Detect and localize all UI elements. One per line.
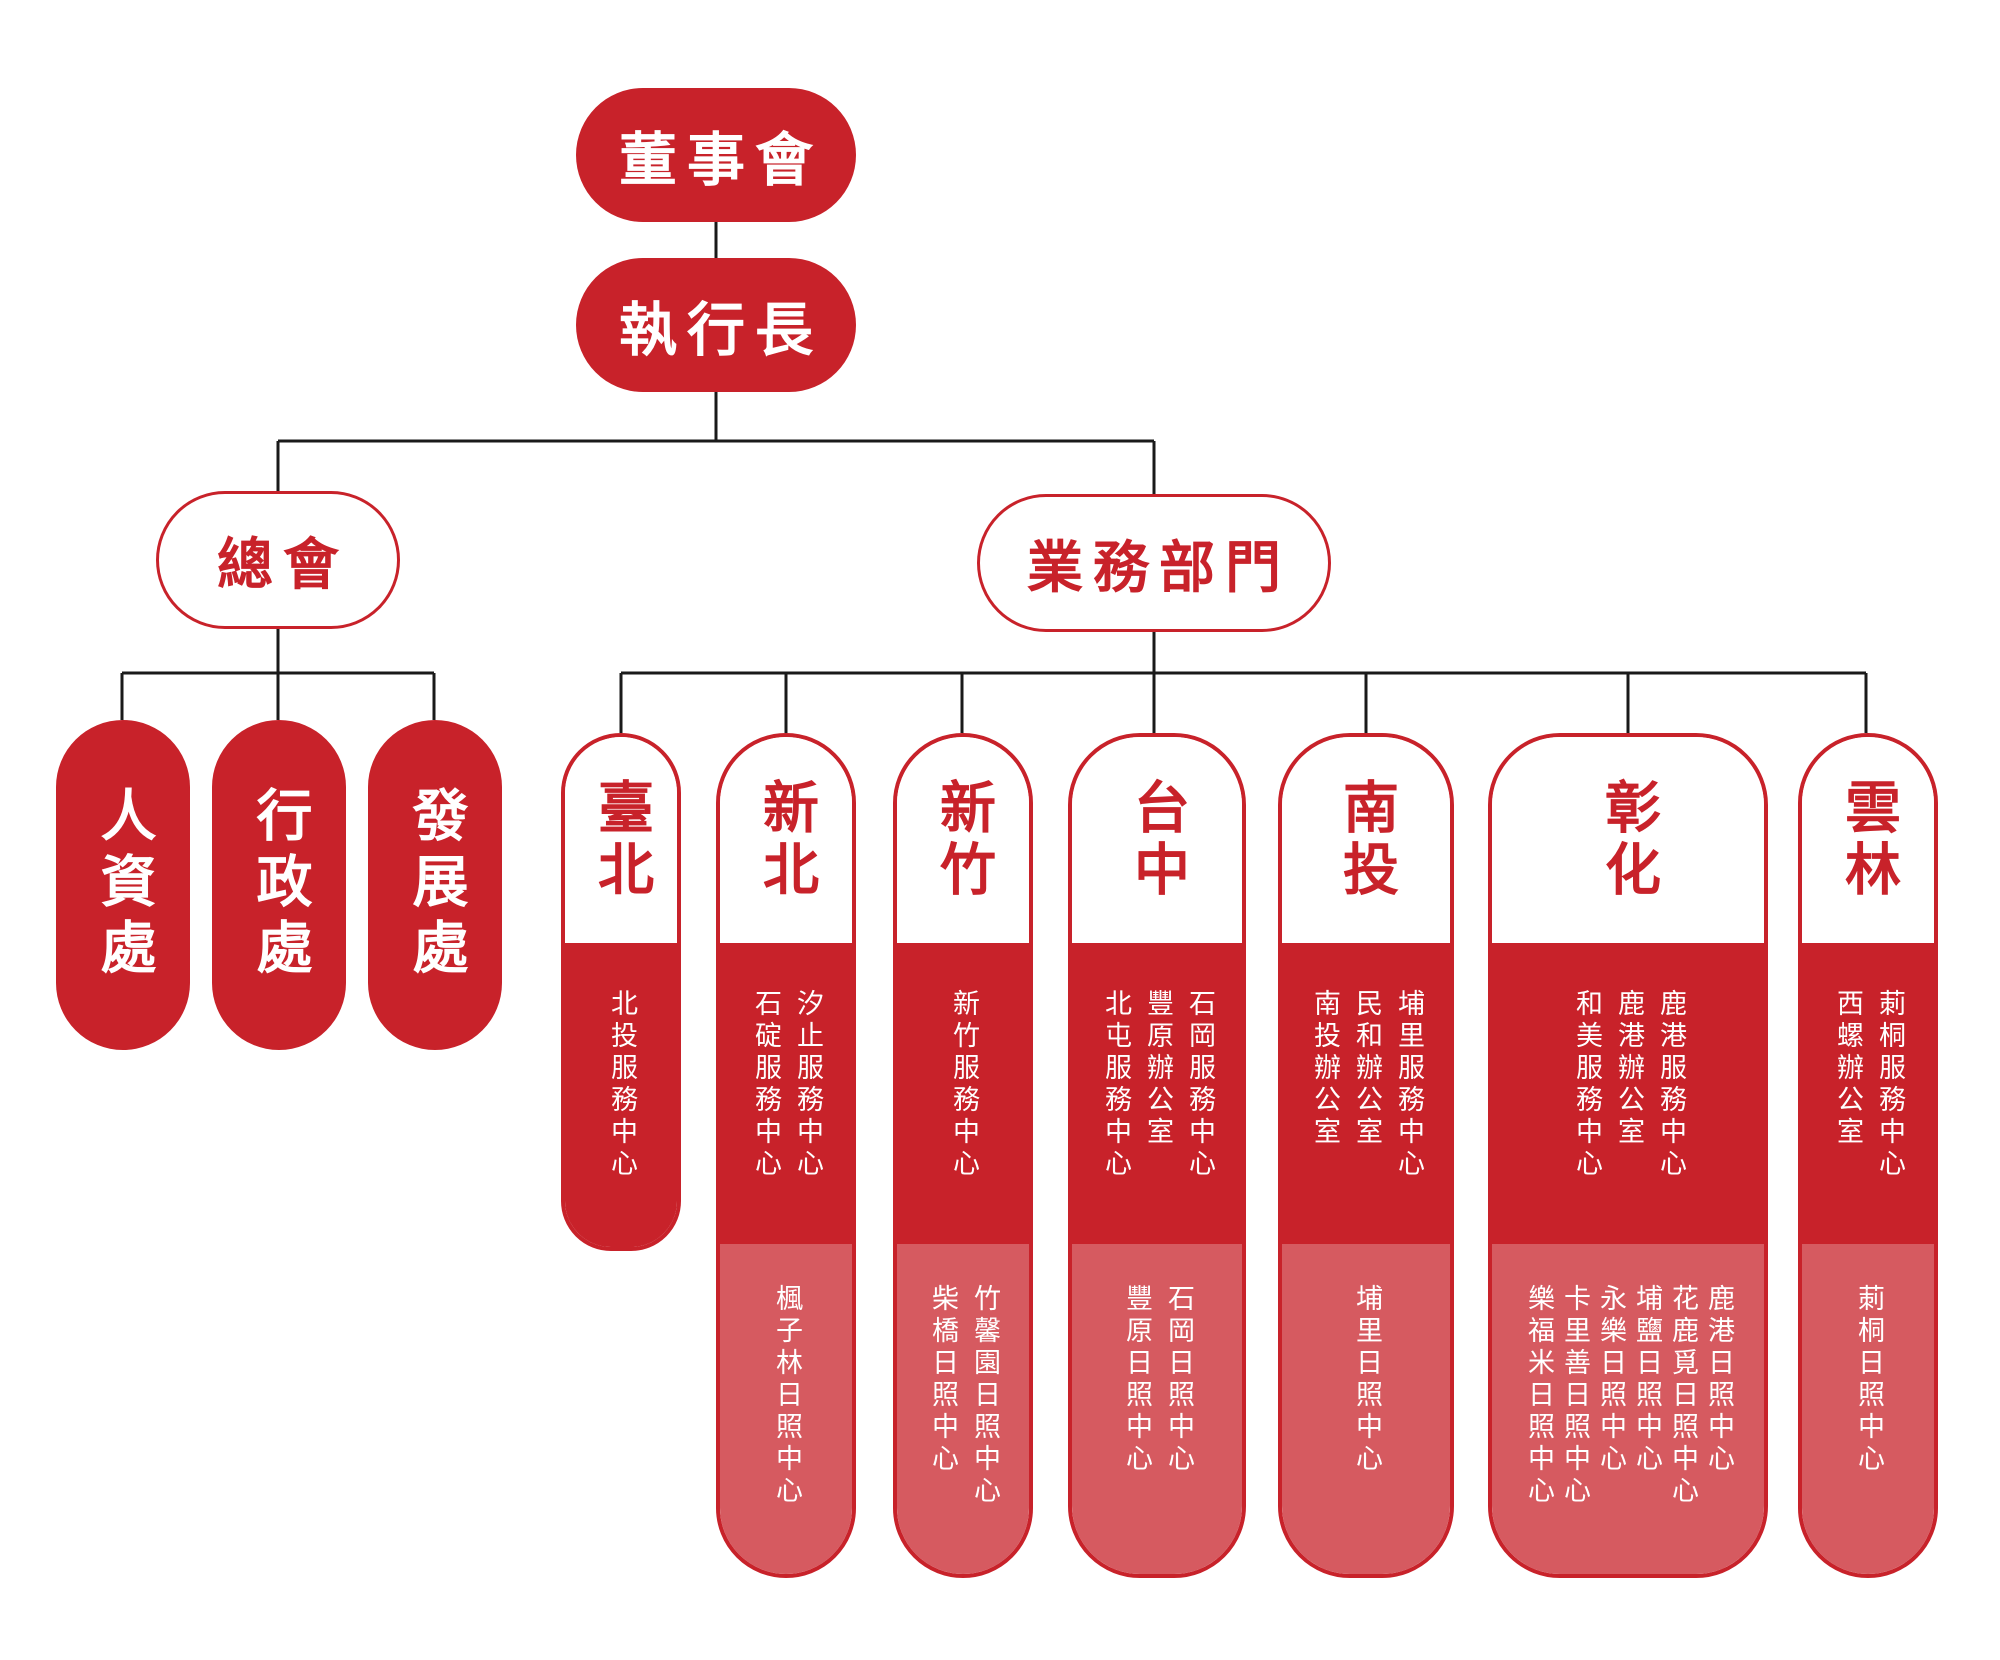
head-office-node: 總會 xyxy=(156,491,400,629)
center-label: 石碇服務中心 xyxy=(750,989,781,1181)
daycare-label: 鹿港日照中心 xyxy=(1703,1284,1734,1476)
daycare-label: 竹馨園日照中心 xyxy=(969,1284,1000,1508)
business-label: 業務部門 xyxy=(1027,535,1291,601)
region-yunlin: 雲林 莿桐服務中心 西螺辦公室 莿桐日照中心 xyxy=(1798,733,1938,1578)
center-label: 南投辦公室 xyxy=(1309,989,1340,1149)
unit-development: 發展處 xyxy=(368,720,502,1050)
region-name: 南投 xyxy=(1282,737,1450,943)
region-name: 雲林 xyxy=(1802,737,1934,943)
board-label: 董事會 xyxy=(618,126,823,194)
ceo-node: 執行長 xyxy=(576,258,856,392)
region-nantou: 南投 埔里服務中心 民和辦公室 南投辦公室 埔里日照中心 xyxy=(1278,733,1454,1578)
center-label: 北投服務中心 xyxy=(606,989,637,1181)
daycare-label: 永樂日照中心 xyxy=(1595,1284,1626,1476)
daycare-label: 埔里日照中心 xyxy=(1351,1284,1382,1476)
board-node: 董事會 xyxy=(576,88,856,222)
region-taichung: 台中 石岡服務中心 豐原辦公室 北屯服務中心 石岡日照中心 豐原日照中心 xyxy=(1068,733,1246,1578)
daycare-label: 樂福米日照中心 xyxy=(1523,1284,1554,1508)
region-hsinchu: 新竹 新竹服務中心 竹馨園日照中心 柴橋日照中心 xyxy=(893,733,1033,1578)
center-label: 豐原辦公室 xyxy=(1142,989,1173,1149)
center-label: 汐止服務中心 xyxy=(792,989,823,1181)
region-changhua: 彰化 鹿港服務中心 鹿港辦公室 和美服務中心 鹿港日照中心 花鹿覓日照中心 埔鹽… xyxy=(1488,733,1768,1578)
region-taipei: 臺北 北投服務中心 xyxy=(561,733,681,1251)
business-node: 業務部門 xyxy=(977,494,1331,632)
ceo-label: 執行長 xyxy=(618,296,823,364)
unit-hr: 人資處 xyxy=(56,720,190,1050)
daycare-label: 柴橋日照中心 xyxy=(927,1284,958,1476)
unit-development-label: 發展處 xyxy=(403,786,468,984)
center-label: 莿桐服務中心 xyxy=(1874,989,1905,1181)
daycare-label: 石岡日照中心 xyxy=(1163,1284,1194,1476)
daycare-label: 花鹿覓日照中心 xyxy=(1667,1284,1698,1508)
region-new-taipei: 新北 汐止服務中心 石碇服務中心 楓子林日照中心 xyxy=(716,733,856,1578)
center-label: 民和辦公室 xyxy=(1351,989,1382,1149)
center-label: 和美服務中心 xyxy=(1571,989,1602,1181)
center-label: 北屯服務中心 xyxy=(1100,989,1131,1181)
center-label: 埔里服務中心 xyxy=(1393,989,1424,1181)
center-label: 西螺辦公室 xyxy=(1832,989,1863,1149)
center-label: 石岡服務中心 xyxy=(1184,989,1215,1181)
daycare-label: 莿桐日照中心 xyxy=(1853,1284,1884,1476)
daycare-label: 埔鹽日照中心 xyxy=(1631,1284,1662,1476)
region-name: 彰化 xyxy=(1492,737,1764,943)
daycare-label: 豐原日照中心 xyxy=(1121,1284,1152,1476)
center-label: 鹿港服務中心 xyxy=(1655,989,1686,1181)
center-label: 新竹服務中心 xyxy=(948,989,979,1181)
unit-hr-label: 人資處 xyxy=(91,786,156,984)
region-name: 臺北 xyxy=(565,737,677,943)
daycare-label: 楓子林日照中心 xyxy=(771,1284,802,1508)
region-name: 新竹 xyxy=(897,737,1029,943)
region-name: 台中 xyxy=(1072,737,1242,943)
unit-admin-label: 行政處 xyxy=(247,786,312,984)
daycare-label: 卡里善日照中心 xyxy=(1559,1284,1590,1508)
region-name: 新北 xyxy=(720,737,852,943)
center-label: 鹿港辦公室 xyxy=(1613,989,1644,1149)
unit-admin: 行政處 xyxy=(212,720,346,1050)
head-office-label: 總會 xyxy=(217,532,349,598)
